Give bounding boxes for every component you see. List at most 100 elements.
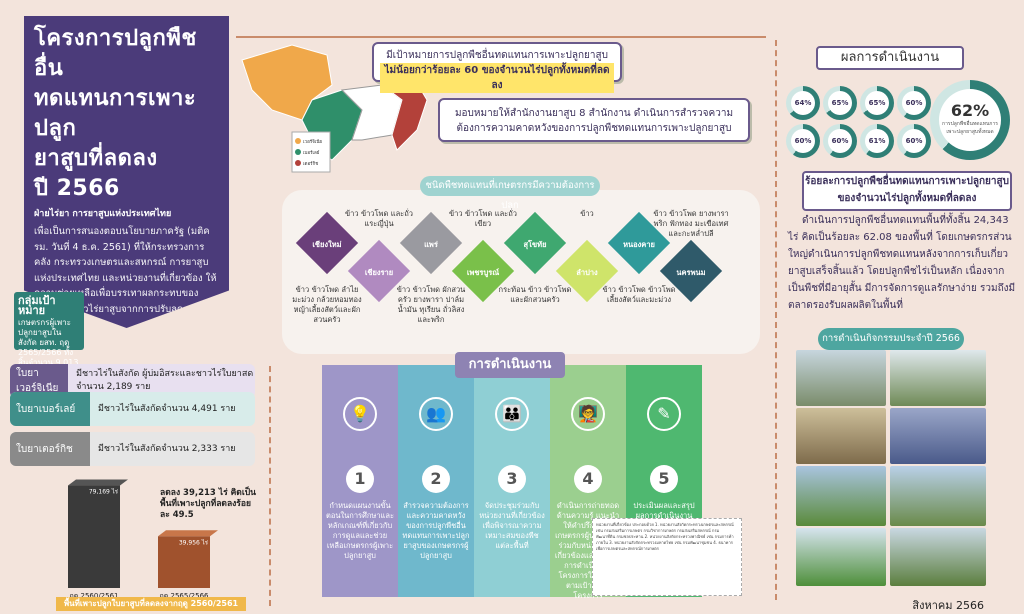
ring-pct: 61% [865, 129, 889, 153]
province-name: เชียงใหม่ [312, 240, 342, 249]
activity-photo [890, 466, 986, 526]
province-name: ลำปาง [576, 268, 598, 277]
tobacco-row-burley: ใบยาเบอร์เลย์ มีชาวไร่ในสังกัดจำนวน 4,49… [10, 392, 255, 426]
province-ring: 60% [786, 124, 820, 158]
step-number: 2 [422, 465, 450, 493]
step-text: กำหนดแผนงานขั้นตอนในการศึกษาและหลักเกณฑ์… [326, 501, 394, 560]
ring-pct: 60% [902, 91, 926, 115]
step-column: 💡 1 กำหนดแผนงานขั้นตอนในการศึกษาและหลักเกณ… [322, 365, 398, 597]
goal-highlight: ไม่น้อยกว่าร้อยละ 60 ของจำนวนไร่ปลูกทั้ง… [380, 63, 614, 93]
activity-title: การดำเนินกิจกรรมประจำปี 2566 [818, 328, 964, 350]
overall-label: การปลูกพืชอื่นทดแทนการเพาะปลูกยาสูบทั้งห… [942, 121, 998, 135]
province-crops: ข้าว ข้าวโพด ข้าวโพดเลี้ยงสัตว์และมะม่วง [602, 285, 676, 304]
date-label: สิงหาคม 2566 [912, 599, 984, 612]
step-text: จัดประชุมร่วมกับหน่วยงานที่เกี่ยวข้องเพื… [479, 501, 545, 550]
province-name: แพร่ [424, 240, 438, 249]
province-crops: ข้าว ข้าวโพด และถั่วแระญี่ปุ่น [345, 209, 413, 228]
bar-category-label: ฤดู 2565/2566 [160, 592, 210, 600]
right-divider [775, 40, 777, 600]
step-column: 👥 2 สำรวจความต้องการและความคาดหวังของการปล… [398, 365, 474, 597]
province-crops: กระท้อน ข้าว ข้าวโพด และผักสวนครัว [498, 285, 572, 304]
step-number: 1 [346, 465, 374, 493]
thailand-north-map: เวอร์จิเนีย เบอร์เลย์ เตอร์กิช [241, 44, 428, 173]
province-name: สุโขทัย [523, 240, 547, 249]
overall-ring: 62% การปลูกพืชอื่นทดแทนการเพาะปลูกยาสูบท… [930, 80, 1010, 160]
legend-burley: เบอร์เลย์ [303, 149, 320, 156]
goal-box: มีเป้าหมายการปลูกพืชอื่นทดแทนการเพาะปลูก… [372, 42, 622, 93]
bar-top [158, 530, 218, 537]
tobacco-label: ใบยาเตอร์กิช [10, 432, 90, 466]
teacher-icon: 🧑‍🏫 [571, 397, 605, 431]
overall-pct: 62% [950, 101, 990, 120]
province-crops: ข้าว ข้าวโพด ผักสวนครัว ยางพารา ปาล์มน้ำ… [396, 285, 466, 324]
tobacco-label: ใบยาเบอร์เลย์ [10, 392, 90, 426]
target-group-title: กลุ่มเป้าหมาย [18, 294, 56, 317]
title-line-2: ทดแทนการเพาะปลูก [34, 86, 197, 141]
checklist-icon: ✎ [647, 397, 681, 431]
bar-value-label: 79,169 ไร่ [89, 488, 119, 496]
bar-top [68, 479, 128, 486]
footnote: หน่วยงานที่เกี่ยวข้อง ประกอบด้วย 1. หน่ว… [592, 518, 742, 596]
step-text: ดำเนินการถ่ายทอดด้านความรู้ แนะนำให้คำปร… [554, 501, 622, 600]
province-ring: 60% [823, 124, 857, 158]
step-text: ประเมินผลและสรุปผลการดำเนินงาน [633, 501, 695, 520]
meeting-icon: 👪 [495, 397, 529, 431]
title-line-1: โครงการปลูกพืชอื่น [34, 26, 197, 81]
province-ring: 64% [786, 86, 820, 120]
province-crops: ข้าว ข้าวโพด ลำไย มะม่วง กล้วยหอมทอง หญ้… [292, 285, 362, 324]
legend-virginia: เวอร์จิเนีย [303, 138, 322, 145]
title-year: ปี 2566 [34, 176, 120, 201]
province-ring: 65% [860, 86, 894, 120]
top-divider [236, 36, 766, 38]
province-name: เชียงราย [364, 268, 394, 277]
bar [158, 536, 210, 588]
province-crops: ข้าว [580, 209, 594, 218]
step-number: 5 [650, 465, 678, 493]
tobacco-value: มีชาวไร่ในสังกัด ผู้บ่มอิสระและชาวไร่ใบย… [76, 369, 254, 392]
goal-text: มีเป้าหมายการปลูกพืชอื่นทดแทนการเพาะปลูก… [386, 50, 608, 61]
step-column: 👪 3 จัดประชุมร่วมกับหน่วยงานที่เกี่ยวข้องเ… [474, 365, 550, 597]
step-text: สำรวจความต้องการและความคาดหวังของการปลูก… [402, 501, 470, 560]
ring-pct: 65% [828, 91, 852, 115]
reduction-annotation: ลดลง 39,213 ไร่ คิดเป็นพื้นที่เพาะปลูกที… [160, 488, 256, 520]
activity-photo [796, 466, 886, 526]
bar-category-label: ฤดู 2560/2561 [70, 592, 119, 600]
activity-photo [890, 350, 986, 406]
province-name: หนองคาย [623, 240, 655, 249]
ring-pct: 60% [828, 129, 852, 153]
assign-box: มอบหมายให้สำนักงานยาสูบ 8 สำนักงาน ดำเนิ… [438, 98, 750, 142]
province-ring: 65% [823, 86, 857, 120]
bar-value-label: 39,956 ไร่ [179, 538, 209, 546]
chart-caption: พื้นที่เพาะปลูกใบยาสูบที่ลดลงจากฤดู 2560… [56, 597, 246, 611]
province-ring: 60% [897, 124, 931, 158]
province-name: เพชรบูรณ์ [466, 268, 500, 277]
result-body: ดำเนินการปลูกพืชอื่นทดแทนพื้นที่ทั้งสิ้น… [788, 215, 1016, 311]
legend-turkish: เตอร์กิช [303, 160, 318, 167]
crop-types-title: ชนิดพืชทดแทนที่เกษตรกรมีความต้องการปลูก [420, 176, 600, 211]
activity-photo [890, 528, 986, 586]
tobacco-row-turkish: ใบยาเตอร์กิช มีชาวไร่ในสังกัดจำนวน 2,333… [10, 432, 255, 466]
step-number: 4 [574, 465, 602, 493]
left-divider [269, 366, 271, 606]
title-panel: โครงการปลูกพืชอื่น ทดแทนการเพาะปลูก ยาสู… [24, 16, 229, 328]
ring-pct: 64% [791, 91, 815, 115]
province-crops: ข้าว ข้าวโพด ยางพารา พริก ฟักทอง มะเขือเ… [653, 209, 729, 238]
bar [68, 485, 120, 588]
people-icon: 👥 [419, 397, 453, 431]
ring-pct: 65% [865, 91, 889, 115]
activity-photo [796, 350, 886, 406]
result-title: ผลการดำเนินงาน [816, 46, 964, 70]
ring-pct: 60% [791, 129, 815, 153]
result-description: ร้อยละการปลูกพืชอื่นทดแทนการเพาะปลูกยาสู… [802, 171, 1012, 211]
tobacco-value: มีชาวไร่ในสังกัดจำนวน 2,333 ราย [98, 443, 236, 454]
step-number: 3 [498, 465, 526, 493]
organization: ฝ่ายไร่ยา การยาสูบแห่งประเทศไทย [34, 209, 172, 219]
activity-photo [890, 408, 986, 464]
lightbulb-icon: 💡 [343, 397, 377, 431]
activity-photo [796, 408, 886, 464]
title-line-3: ยาสูบที่ลดลง [34, 146, 158, 171]
activity-photo [796, 528, 886, 586]
ring-pct: 60% [902, 129, 926, 153]
tobacco-value: มีชาวไร่ในสังกัดจำนวน 4,491 ราย [98, 403, 236, 414]
target-group-box: กลุ่มเป้าหมาย เกษตรกรผู้เพาะปลูกยาสูบในส… [14, 292, 84, 377]
